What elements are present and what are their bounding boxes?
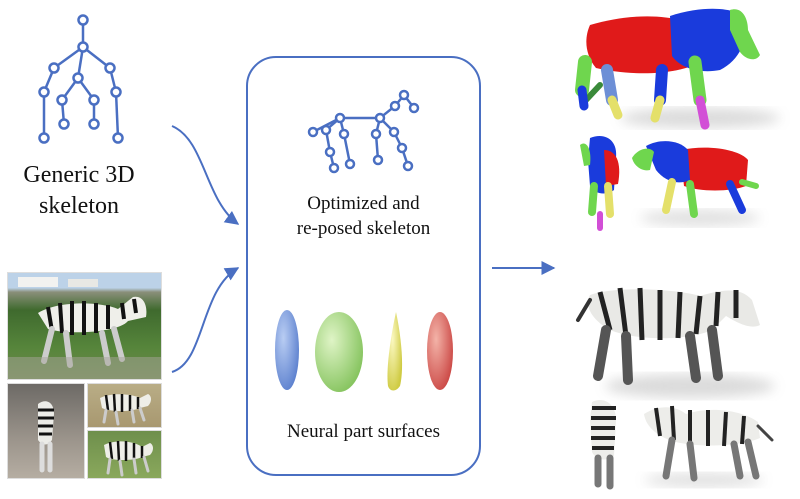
part-surface-yellow — [387, 312, 403, 391]
arrow-icon — [171, 267, 240, 373]
optimized-skeleton-icon — [307, 89, 420, 174]
part-surface-green — [315, 312, 363, 392]
generic-label-line1: Generic 3D — [23, 162, 135, 188]
arrow-icon — [171, 125, 240, 225]
zebra-3d-model — [580, 136, 620, 231]
part-surface-red — [427, 312, 453, 390]
zebra-photo — [87, 383, 162, 428]
generic-label-line2: skeleton — [39, 193, 119, 220]
part-surface-blue — [275, 310, 299, 390]
neural-part-surfaces-label: Neural part surfaces — [287, 421, 440, 442]
zebra-photo — [7, 272, 162, 380]
zebra-textured-model — [644, 405, 774, 487]
optimized-label-line1: Optimized and — [307, 193, 420, 214]
zebra-photo — [7, 383, 85, 479]
optimized-label-line2: re-posed skeleton — [296, 217, 431, 239]
generic-skeleton-icon — [38, 14, 124, 144]
zebra-textured-model — [576, 287, 775, 398]
zebra-3d-model — [632, 141, 760, 226]
zebra-3d-model — [575, 8, 780, 130]
pipeline-box — [246, 56, 481, 476]
generic-skeleton-label: Generic 3D skeleton — [0, 160, 158, 222]
zebra-photo — [87, 430, 162, 479]
optimized-skeleton-label: Optimized and re-posed skeleton — [246, 192, 481, 241]
zebra-textured-model — [590, 400, 616, 490]
